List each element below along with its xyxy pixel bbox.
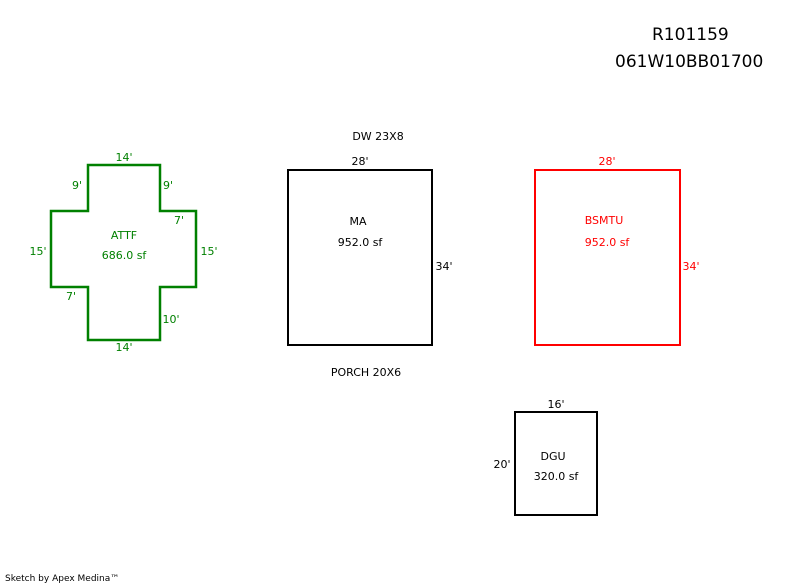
dgu-outline[interactable] [514, 411, 598, 516]
ma-label: MA [349, 215, 366, 228]
attf-area[interactable]: ATTF 686.0 sf 14' 9' 9' 7' 15' 15' 7' 10… [29, 151, 217, 354]
bsmtu-dim-top: 28' [598, 155, 615, 168]
dgu-area[interactable]: 16' 20' DGU 320.0 sf [493, 398, 598, 516]
bsmtu-dim-right: 34' [682, 260, 699, 273]
attf-dim-right-step: 7' [174, 214, 184, 227]
attf-dim-top: 14' [115, 151, 132, 164]
ma-area[interactable]: DW 23X8 28' 34' MA 952.0 sf PORCH 20X6 [287, 130, 453, 379]
attf-dim-left-side: 15' [29, 245, 46, 258]
bsmtu-label: BSMTU [585, 214, 624, 227]
dgu-area-value: 320.0 sf [534, 470, 580, 483]
bsmtu-area[interactable]: 28' 34' BSMTU 952.0 sf [534, 155, 700, 346]
dgu-dim-top: 16' [547, 398, 564, 411]
ma-area-value: 952.0 sf [338, 236, 384, 249]
attf-area-value: 686.0 sf [102, 249, 148, 262]
attf-dim-bottom: 14' [115, 341, 132, 354]
ma-note-porch: PORCH 20X6 [331, 366, 401, 379]
attf-dim-left-upper: 9' [72, 179, 82, 192]
dgu-dim-left: 20' [493, 458, 510, 471]
ma-dim-right: 34' [435, 260, 452, 273]
dgu-label: DGU [540, 450, 565, 463]
attf-dim-right-lower: 10' [162, 313, 179, 326]
attf-dim-right-upper: 9' [163, 179, 173, 192]
attf-dim-left-step: 7' [66, 290, 76, 303]
parcel-id: R101159 [652, 25, 729, 45]
attf-dim-right-side: 15' [200, 245, 217, 258]
ma-dim-top: 28' [351, 155, 368, 168]
ma-note-dw: DW 23X8 [352, 130, 403, 143]
parcel-number: 061W10BB01700 [615, 52, 764, 72]
footer-credit: Sketch by Apex Medina™ [5, 574, 120, 584]
bsmtu-area-value: 952.0 sf [585, 236, 631, 249]
ma-outline[interactable] [287, 169, 433, 346]
attf-outline[interactable] [49, 163, 198, 342]
attf-label: ATTF [111, 229, 137, 242]
bsmtu-outline[interactable] [534, 169, 681, 346]
